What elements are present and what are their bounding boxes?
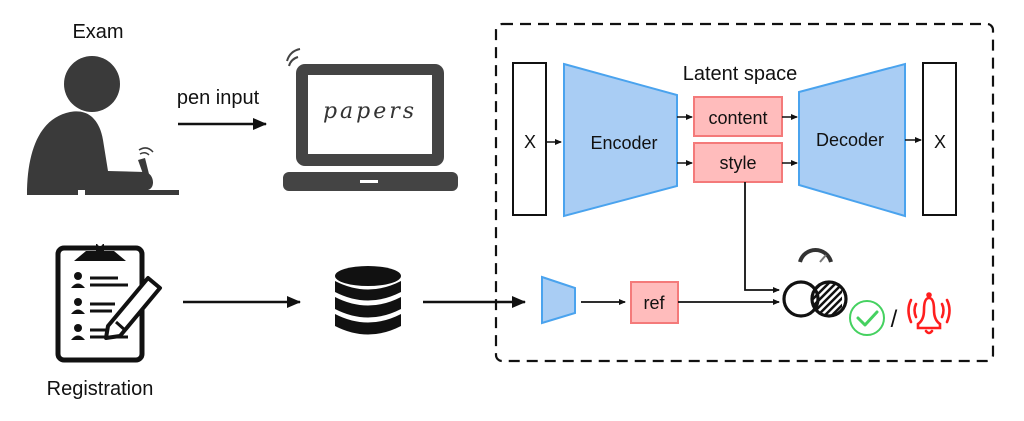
decoder-block <box>798 62 906 218</box>
model-container <box>494 22 995 363</box>
latent-space-label: Latent space <box>683 63 798 85</box>
result-separator: / <box>891 306 898 333</box>
clipboard-registration-icon <box>55 240 162 363</box>
venn-similarity-meter-icon <box>782 248 848 318</box>
input-x-label: X <box>524 132 536 152</box>
output-x-box <box>922 62 957 216</box>
registration-label: Registration <box>47 378 154 400</box>
laptop-icon <box>283 48 458 191</box>
output-x-label: X <box>934 132 946 152</box>
input-x-box <box>512 62 547 216</box>
style-to-compare-arrow <box>744 182 780 293</box>
exam-label: Exam <box>72 21 123 43</box>
reference-encoder-block <box>541 275 576 325</box>
encoder-label: Encoder <box>590 133 657 153</box>
pen-input-label: pen input <box>177 87 260 109</box>
check-circle-icon <box>849 300 885 336</box>
content-label: content <box>708 108 767 128</box>
decoder-label: Decoder <box>816 130 884 150</box>
person-writing-icon <box>27 56 179 195</box>
alarm-bell-icon <box>907 292 951 335</box>
style-label: style <box>719 153 756 173</box>
laptop-screen-text: papers <box>323 99 417 124</box>
ref-label: ref <box>643 293 665 313</box>
database-icon <box>335 266 401 335</box>
encoder-block <box>563 62 678 218</box>
